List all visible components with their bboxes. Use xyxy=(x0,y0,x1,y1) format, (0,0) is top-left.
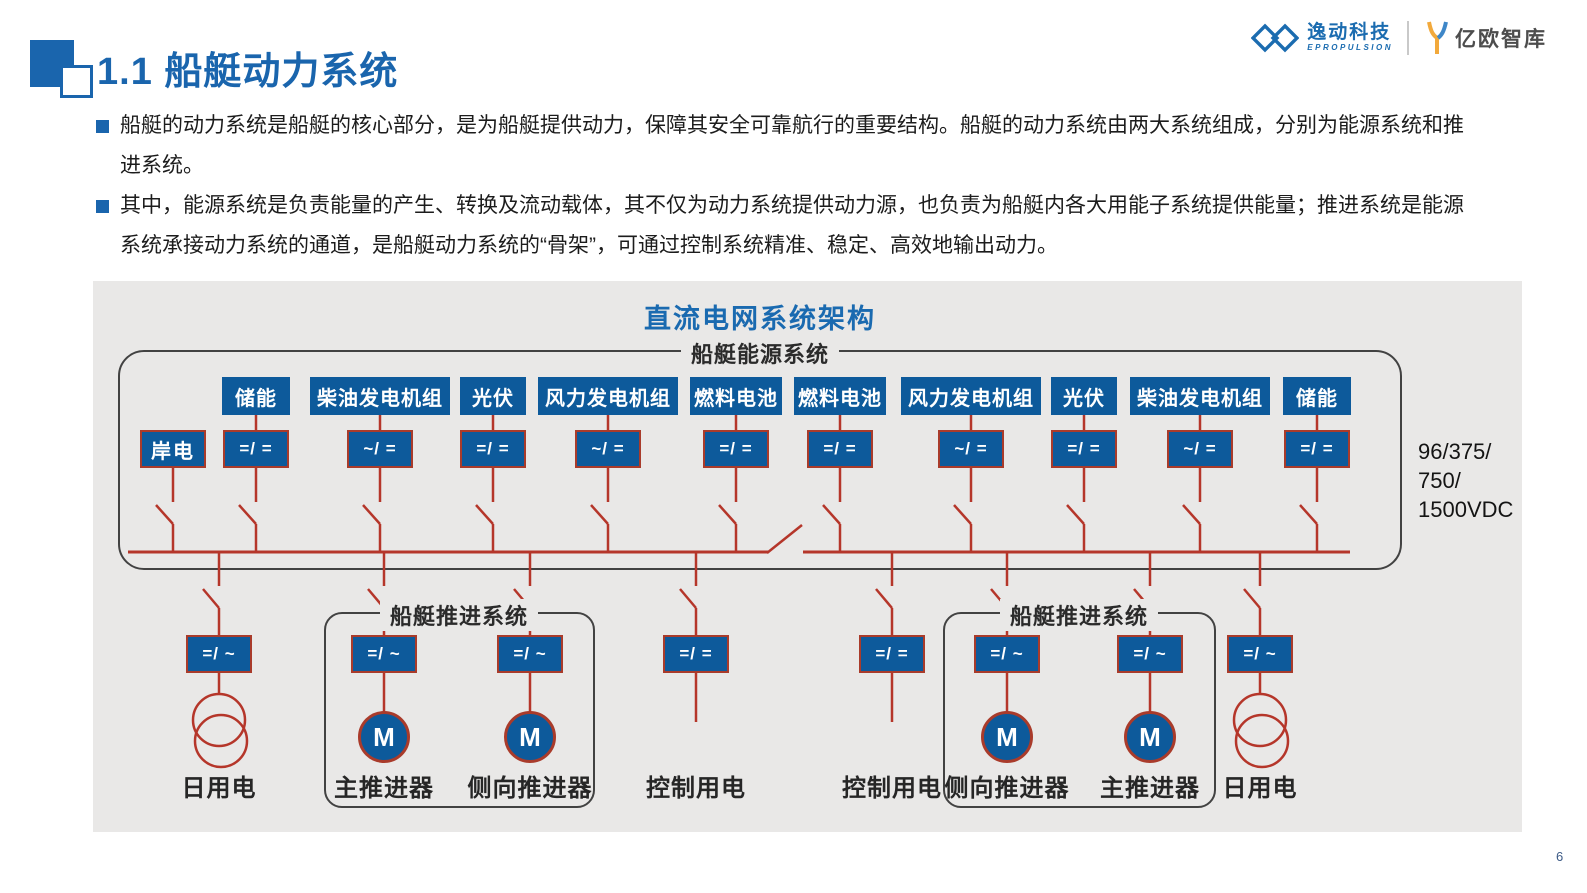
header-logos: 逸动科技 EPROPULSION 亿欧智库 xyxy=(1251,20,1547,56)
title-decoration-outline-square xyxy=(60,65,93,98)
feeder-label: 侧向推进器 xyxy=(467,775,593,802)
source-box: 风力发电机组 xyxy=(901,377,1041,415)
yiou-logo-name: 亿欧智库 xyxy=(1455,28,1547,51)
feeder-converter-box: =/ ~ xyxy=(1227,635,1293,673)
feeder-converter-box: =/ ~ xyxy=(351,635,417,673)
motor-circle: M xyxy=(358,711,410,763)
bullet-line: 进系统。 xyxy=(120,154,204,177)
converter-box: ~/ = xyxy=(1167,430,1233,468)
feeder-converter-box: =/ = xyxy=(663,635,729,673)
bullet-line: 系统承接动力系统的通道，是船艇动力系统的“骨架”，可通过控制系统精准、稳定、高效… xyxy=(120,234,1058,257)
source-box: 储能 xyxy=(1283,377,1351,415)
bullet-item: 船艇的动力系统是船艇的核心部分，是为船艇提供动力，保障其安全可靠航行的重要结构。… xyxy=(96,106,1516,186)
epropulsion-logo-name: 逸动科技 xyxy=(1307,22,1392,44)
bullet-line: 船艇的动力系统是船艇的核心部分，是为船艇提供动力，保障其安全可靠航行的重要结构。… xyxy=(120,114,1464,137)
source-box: 光伏 xyxy=(460,377,526,415)
epropulsion-logo-icon xyxy=(1251,23,1300,53)
dc-bus-voltage-label: 96/375/ 750/ 1500VDC xyxy=(1418,439,1514,522)
feeder-label: 日用电 xyxy=(181,775,257,802)
bullet-item: 其中，能源系统是负责能量的产生、转换及流动载体，其不仅为动力系统提供动力源，也负… xyxy=(96,186,1516,266)
epropulsion-logo: 逸动科技 EPROPULSION xyxy=(1251,22,1393,54)
feeder-label: 控制用电 xyxy=(646,775,746,802)
converter-box: ~/ = xyxy=(575,430,641,468)
shore-power-box: 岸电 xyxy=(140,430,206,468)
source-box: 柴油发电机组 xyxy=(1130,377,1270,415)
yiou-logo: 亿欧智库 xyxy=(1423,20,1547,56)
feeder-converter-box: =/ ~ xyxy=(974,635,1040,673)
motor-circle: M xyxy=(504,711,556,763)
intro-paragraphs: 船艇的动力系统是船艇的核心部分，是为船艇提供动力，保障其安全可靠航行的重要结构。… xyxy=(96,106,1516,266)
feeder-label: 侧向推进器 xyxy=(944,775,1070,802)
motor-circle: M xyxy=(1124,711,1176,763)
converter-box: =/ = xyxy=(460,430,526,468)
feeder-label: 主推进器 xyxy=(1100,775,1200,802)
motor-circle: M xyxy=(981,711,1033,763)
feeder-label: 日用电 xyxy=(1222,775,1298,802)
energy-system-frame-label: 船艇能源系统 xyxy=(680,337,840,369)
transformer-icon xyxy=(1232,692,1290,769)
page-number: 6 xyxy=(1556,849,1564,864)
bullet-marker-icon xyxy=(96,120,109,133)
bullet-marker-icon xyxy=(96,200,109,213)
bullet-line: 其中，能源系统是负责能量的产生、转换及流动载体，其不仅为动力系统提供动力源，也负… xyxy=(120,194,1464,217)
feeder-label: 控制用电 xyxy=(842,775,942,802)
logo-divider xyxy=(1407,21,1409,55)
epropulsion-logo-subname: EPROPULSION xyxy=(1307,43,1393,53)
converter-box: =/ = xyxy=(1051,430,1117,468)
diagram-panel: 直流电网系统架构 船艇能源系统 船艇推进系统 船艇推进系统 xyxy=(93,281,1522,832)
feeder-converter-box: =/ ~ xyxy=(186,635,252,673)
converter-box: =/ = xyxy=(807,430,873,468)
feeder-converter-box: =/ = xyxy=(859,635,925,673)
circuit-lines-svg xyxy=(128,415,1350,769)
source-box: 柴油发电机组 xyxy=(310,377,450,415)
propulsion-frame-label-right: 船艇推进系统 xyxy=(999,599,1159,631)
feeder-converter-box: =/ ~ xyxy=(1117,635,1183,673)
yiou-logo-icon xyxy=(1427,21,1448,54)
bus-tie-switch-icon xyxy=(766,524,803,554)
source-box: 储能 xyxy=(222,377,290,415)
energy-feeder-lines xyxy=(155,415,1319,553)
converter-box: ~/ = xyxy=(347,430,413,468)
source-box: 光伏 xyxy=(1051,377,1117,415)
feeder-converter-box: =/ ~ xyxy=(497,635,563,673)
transformer-icon xyxy=(191,692,249,769)
diagram-title: 直流电网系统架构 xyxy=(644,304,876,334)
source-box: 燃料电池 xyxy=(794,377,886,415)
page-title: 1.1 船艇动力系统 xyxy=(97,51,399,93)
propulsion-frame-label-left: 船艇推进系统 xyxy=(379,599,539,631)
converter-box: =/ = xyxy=(223,430,289,468)
converter-box: =/ = xyxy=(1284,430,1350,468)
source-box: 燃料电池 xyxy=(690,377,782,415)
converter-box: =/ = xyxy=(703,430,769,468)
source-box: 风力发电机组 xyxy=(538,377,678,415)
converter-box: ~/ = xyxy=(938,430,1004,468)
feeder-label: 主推进器 xyxy=(334,775,434,802)
